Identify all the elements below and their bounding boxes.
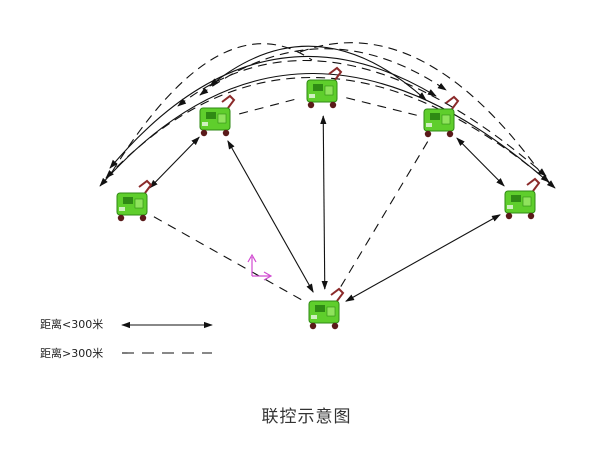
legend xyxy=(121,321,213,354)
link-solid-upper-right-right xyxy=(456,137,505,187)
link-solid-top-bottom-center xyxy=(320,115,328,290)
robot-left xyxy=(116,179,153,222)
robot-right xyxy=(504,177,541,220)
link-dashed-top-upper-right xyxy=(346,97,417,116)
link-solid-right-bottom-center xyxy=(345,214,501,302)
link-dashed-left-bottom-center xyxy=(153,216,305,302)
axis-icon xyxy=(247,253,273,281)
robot-upper-left xyxy=(199,94,236,137)
robots xyxy=(116,66,541,330)
robot-top xyxy=(306,66,343,109)
robot-bottom-center xyxy=(308,287,345,330)
arc-link-dashed xyxy=(111,43,313,173)
link-dashed-upper-left-top xyxy=(239,97,300,115)
arc-link-solid xyxy=(109,55,437,169)
link-dashed-upper-right-bottom-center xyxy=(336,141,429,293)
robot-upper-right xyxy=(423,95,460,138)
link-solid-left-upper-left xyxy=(149,136,200,189)
arc-link-dashed xyxy=(177,60,547,177)
legend-dashed-label: 距离>300米 xyxy=(40,347,104,360)
legend-solid-label: 距离<300米 xyxy=(40,318,104,331)
arc-links xyxy=(99,42,556,189)
node-links xyxy=(149,97,505,302)
arc-link-dashed xyxy=(199,48,447,96)
diagram-caption: 联控示意图 xyxy=(261,407,352,427)
arc-link-dashed xyxy=(299,42,541,173)
link-solid-upper-left-bottom-center xyxy=(227,140,314,293)
